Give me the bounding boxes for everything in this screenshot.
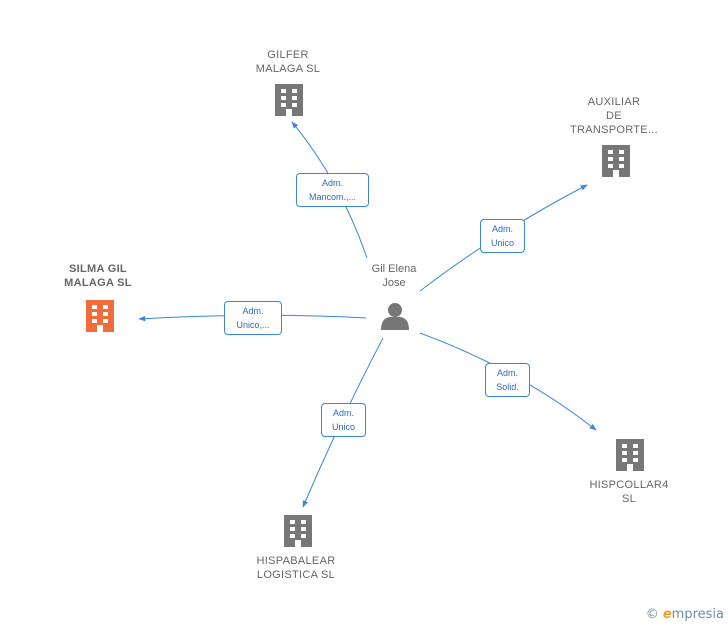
empresia-logo: © empresia <box>646 607 724 622</box>
node-label-hispabalear[interactable]: HISPABALEAR LOGISTICA SL <box>256 555 336 581</box>
node-label-gilfer[interactable]: GILFER MALAGA SL <box>255 49 321 75</box>
copyright-symbol: © <box>645 607 659 622</box>
building-icon[interactable] <box>284 515 312 547</box>
brand-name: mpresia <box>671 607 724 622</box>
building-icon[interactable] <box>616 439 644 471</box>
center-person-label[interactable]: Gil Elena Jose <box>371 263 417 289</box>
person-icon[interactable] <box>381 303 409 330</box>
edge-label-gilfer: Adm. Mancom.,... <box>296 173 369 207</box>
edge-label-hispabalear: Adm. Unico <box>321 403 366 437</box>
node-label-silma[interactable]: SILMA GIL MALAGA SL <box>64 263 132 289</box>
edge-label-auxiliar: Adm. Unico <box>480 219 525 253</box>
building-icon[interactable] <box>86 300 114 332</box>
brand-initial: e <box>662 607 672 622</box>
building-icon[interactable] <box>602 145 630 177</box>
edge-label-hispcollar: Adm. Solid. <box>485 363 530 397</box>
edge-label-silma: Adm. Unico,... <box>224 301 282 335</box>
node-label-hispcollar[interactable]: HISPCOLLAR4 SL <box>589 479 669 505</box>
building-icon[interactable] <box>275 84 303 116</box>
node-label-auxiliar[interactable]: AUXILIAR DE TRANSPORTE... <box>569 96 659 136</box>
